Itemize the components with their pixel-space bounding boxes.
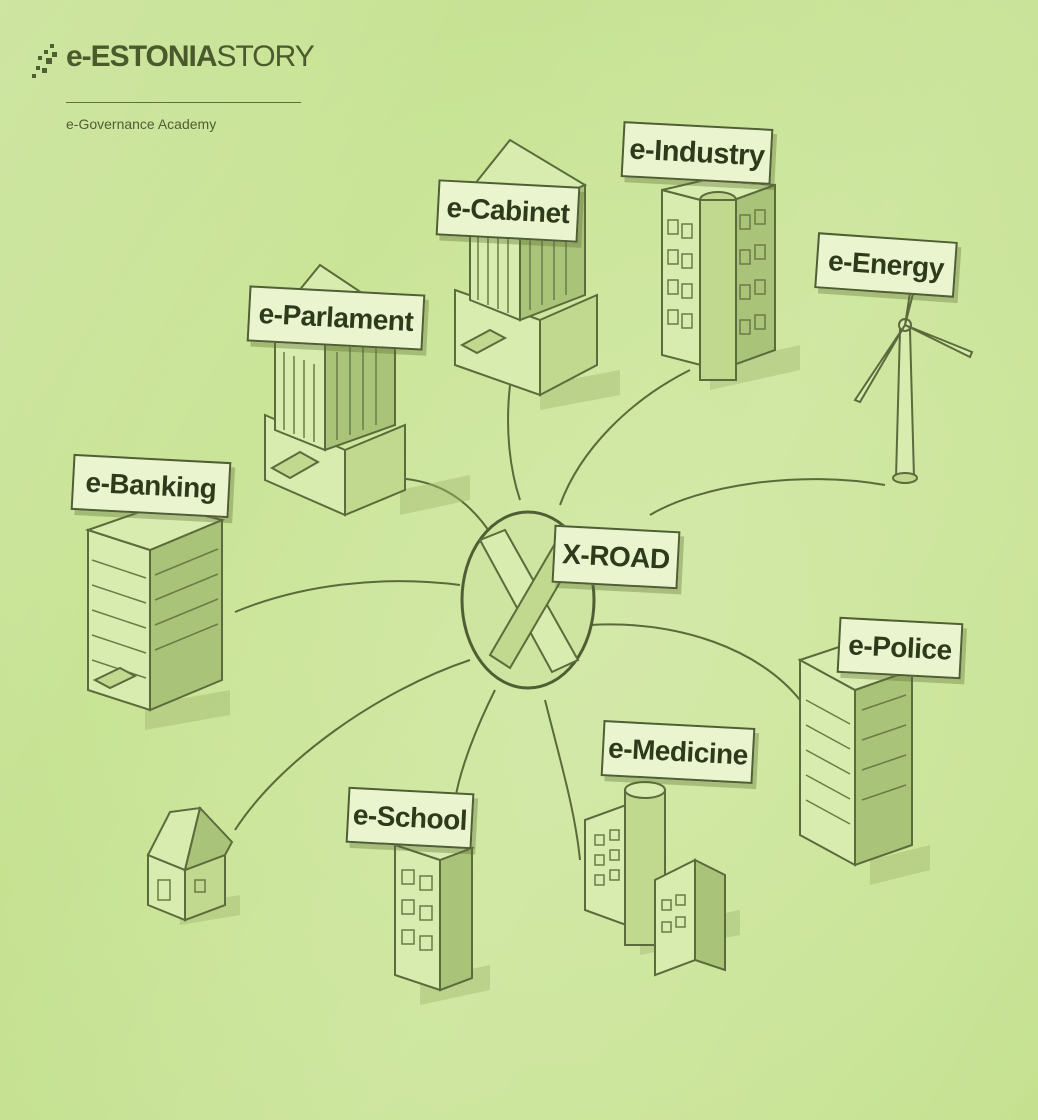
sign-e-parlament: e-Parlament — [246, 285, 426, 351]
sign-e-cabinet: e-Cabinet — [435, 179, 581, 243]
sign-e-industry: e-Industry — [620, 121, 774, 185]
connector-home — [234, 659, 471, 831]
connections — [234, 369, 886, 861]
logo-brand-light: STORY — [216, 40, 314, 73]
sign-e-energy: e-Energy — [814, 232, 958, 298]
e-estonia-story-logo: e-ESTONIASTORY e-Governance Academy — [30, 40, 315, 140]
logo-subtitle: e-Governance Academy — [66, 116, 217, 132]
connector-school — [454, 689, 496, 801]
connector-banking — [234, 580, 461, 613]
logo-divider — [66, 102, 301, 103]
connector-industry — [559, 369, 691, 506]
e-police-building — [797, 638, 915, 867]
logo-title: e-ESTONIASTORY — [66, 40, 315, 74]
e-banking-building — [84, 503, 226, 712]
sign-x-road: X-ROAD — [551, 524, 681, 590]
connector-police — [589, 623, 801, 701]
connector-cabinet — [507, 384, 521, 501]
e-cabinet-building — [454, 138, 598, 397]
sign-e-banking: e-Banking — [70, 453, 232, 519]
e-industry-building — [661, 178, 776, 381]
logo-brand-bold: e-ESTONIA — [66, 40, 217, 73]
pixel-mark-icon — [32, 44, 57, 78]
e-school-building — [391, 833, 476, 992]
connector-energy — [649, 478, 886, 516]
connector-medicine — [544, 699, 581, 861]
sign-e-medicine: e-Medicine — [600, 720, 756, 784]
connector-parlament — [394, 477, 496, 541]
sign-e-police: e-Police — [836, 616, 964, 680]
e-medicine-building — [584, 781, 726, 977]
home-building — [146, 805, 234, 922]
sign-e-school: e-School — [345, 786, 475, 850]
e-energy-turbine — [853, 278, 974, 484]
